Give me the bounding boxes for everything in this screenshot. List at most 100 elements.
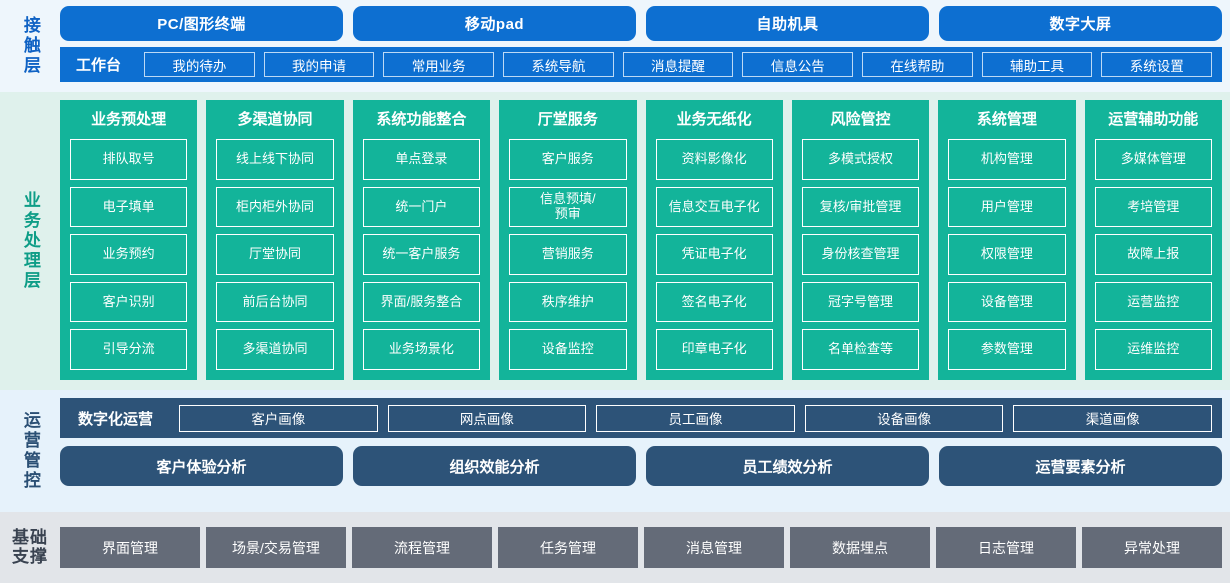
portrait-device[interactable]: 设备画像 xyxy=(804,404,1004,432)
layer-contact-label: 接触层 xyxy=(20,16,40,76)
layer-operations-label-wrap: 运营管控 xyxy=(0,390,60,512)
biz-cell[interactable]: 单点登录 xyxy=(362,139,481,180)
biz-cell[interactable]: 线上线下协同 xyxy=(216,139,334,180)
layer-foundation-label: 基 础 支 撑 xyxy=(12,528,48,566)
nav-item-auxiliary-tools[interactable]: 辅助工具 xyxy=(981,52,1093,77)
foundation-task-management[interactable]: 任务管理 xyxy=(498,527,638,568)
nav-item-system-navigation[interactable]: 系统导航 xyxy=(503,52,614,77)
biz-cell[interactable]: 机构管理 xyxy=(948,139,1066,180)
foundation-log-management[interactable]: 日志管理 xyxy=(936,527,1076,568)
analysis-customer-experience[interactable]: 客户体验分析 xyxy=(60,446,343,486)
business-column-system-integration: 系统功能整合 单点登录 统一门户 统一客户服务 界面/服务整合 业务场景化 xyxy=(352,100,491,380)
biz-cell[interactable]: 厅堂协同 xyxy=(216,234,334,275)
layer-business-label-wrap: 业务处理层 xyxy=(0,92,60,390)
biz-cell[interactable]: 身份核查管理 xyxy=(801,234,920,275)
biz-cell[interactable]: 秩序维护 xyxy=(509,281,627,323)
foundation-label-char-4: 撑 xyxy=(30,546,48,566)
business-column-grid: 业务预处理 排队取号 电子填单 业务预约 客户识别 引导分流 多渠道协同 线上线… xyxy=(60,100,1222,380)
biz-cell[interactable]: 多渠道协同 xyxy=(216,329,334,370)
biz-cell[interactable]: 印章电子化 xyxy=(655,329,773,370)
layer-contact-body: PC/图形终端 移动pad 自助机具 数字大屏 工作台 我的待办 我的申请 常用… xyxy=(60,0,1230,92)
biz-cell[interactable]: 柜内柜外协同 xyxy=(216,186,334,228)
biz-cell[interactable]: 参数管理 xyxy=(948,329,1066,370)
biz-cell[interactable]: 业务场景化 xyxy=(362,329,481,370)
portrait-employee[interactable]: 员工画像 xyxy=(596,404,795,432)
biz-cell[interactable]: 信息交互电子化 xyxy=(655,186,773,228)
biz-cell[interactable]: 设备监控 xyxy=(509,329,627,370)
layer-operations-body: 数字化运营 客户画像 网点画像 员工画像 设备画像 渠道画像 客户体验分析 组织… xyxy=(60,390,1230,512)
layer-foundation-label-wrap: 基 础 支 撑 xyxy=(0,512,60,583)
channel-self-service[interactable]: 自助机具 xyxy=(646,6,929,41)
biz-cell[interactable]: 引导分流 xyxy=(70,329,188,370)
digital-operations-title: 数字化运营 xyxy=(78,410,154,428)
layer-business-body: 业务预处理 排队取号 电子填单 业务预约 客户识别 引导分流 多渠道协同 线上线… xyxy=(60,92,1230,390)
channel-mobile-pad[interactable]: 移动pad xyxy=(353,6,636,41)
foundation-exception-handling[interactable]: 异常处理 xyxy=(1082,527,1222,568)
analysis-operations-factors[interactable]: 运营要素分析 xyxy=(939,446,1222,486)
layer-foundation-body: 界面管理 场景/交易管理 流程管理 任务管理 消息管理 数据埋点 日志管理 异常… xyxy=(60,512,1230,583)
nav-item-common-business[interactable]: 常用业务 xyxy=(383,52,495,77)
channel-digital-screen[interactable]: 数字大屏 xyxy=(939,6,1222,41)
biz-cell[interactable]: 客户服务 xyxy=(509,139,627,180)
foundation-label-char-3: 支 xyxy=(12,546,30,566)
biz-cell[interactable]: 电子填单 xyxy=(70,186,188,228)
biz-cell[interactable]: 权限管理 xyxy=(948,234,1066,275)
channel-row: PC/图形终端 移动pad 自助机具 数字大屏 xyxy=(60,6,1222,41)
column-title: 业务无纸化 xyxy=(676,111,752,128)
foundation-message-management[interactable]: 消息管理 xyxy=(644,527,784,568)
biz-cell[interactable]: 签名电子化 xyxy=(655,281,773,323)
biz-cell[interactable]: 运维监控 xyxy=(1094,329,1212,370)
biz-cell[interactable]: 界面/服务整合 xyxy=(362,281,481,323)
biz-cell[interactable]: 统一客户服务 xyxy=(362,234,481,275)
business-column-multichannel: 多渠道协同 线上线下协同 柜内柜外协同 厅堂协同 前后台协同 多渠道协同 xyxy=(206,100,344,380)
biz-cell[interactable]: 多模式授权 xyxy=(801,139,920,180)
biz-cell[interactable]: 排队取号 xyxy=(70,139,188,180)
biz-cell[interactable]: 统一门户 xyxy=(362,186,481,228)
foundation-data-tracking[interactable]: 数据埋点 xyxy=(790,527,930,568)
nav-item-system-settings[interactable]: 系统设置 xyxy=(1101,52,1213,77)
analysis-employee-performance[interactable]: 员工绩效分析 xyxy=(646,446,929,486)
biz-cell[interactable]: 资料影像化 xyxy=(655,139,773,180)
foundation-process-management[interactable]: 流程管理 xyxy=(352,527,492,568)
biz-cell[interactable]: 冠字号管理 xyxy=(801,281,920,323)
biz-cell[interactable]: 复核/审批管理 xyxy=(801,186,920,228)
biz-cell[interactable]: 故障上报 xyxy=(1094,234,1212,275)
biz-cell[interactable]: 营销服务 xyxy=(509,234,627,275)
foundation-row: 界面管理 场景/交易管理 流程管理 任务管理 消息管理 数据埋点 日志管理 异常… xyxy=(60,527,1222,568)
analysis-org-efficiency[interactable]: 组织效能分析 xyxy=(353,446,636,486)
column-title: 系统管理 xyxy=(976,111,1037,128)
column-title: 业务预处理 xyxy=(91,111,167,128)
biz-cell[interactable]: 多媒体管理 xyxy=(1094,139,1212,180)
biz-cell[interactable]: 客户识别 xyxy=(70,281,188,323)
foundation-label-char-2: 础 xyxy=(30,528,48,548)
nav-item-my-todo[interactable]: 我的待办 xyxy=(144,52,255,77)
biz-cell[interactable]: 设备管理 xyxy=(948,281,1066,323)
biz-cell[interactable]: 用户管理 xyxy=(948,186,1066,228)
biz-cell[interactable]: 名单检查等 xyxy=(801,329,920,370)
biz-cell[interactable]: 凭证电子化 xyxy=(655,234,773,275)
nav-item-my-application[interactable]: 我的申请 xyxy=(263,52,375,77)
digital-operations-bar: 数字化运营 客户画像 网点画像 员工画像 设备画像 渠道画像 xyxy=(60,398,1222,438)
nav-item-info-announcement[interactable]: 信息公告 xyxy=(742,52,854,77)
biz-cell[interactable]: 业务预约 xyxy=(70,234,188,275)
business-column-lobby-service: 厅堂服务 客户服务 信息预填/ 预审 营销服务 秩序维护 设备监控 xyxy=(499,100,637,380)
portrait-customer[interactable]: 客户画像 xyxy=(179,404,378,432)
workbench-title: 工作台 xyxy=(76,57,122,74)
nav-item-message-alert[interactable]: 消息提醒 xyxy=(622,52,734,77)
column-title: 系统功能整合 xyxy=(376,111,467,128)
biz-cell[interactable]: 考培管理 xyxy=(1094,186,1212,228)
biz-cell[interactable]: 信息预填/ 预审 xyxy=(509,186,627,228)
channel-pc[interactable]: PC/图形终端 xyxy=(60,6,343,41)
portrait-channel[interactable]: 渠道画像 xyxy=(1013,404,1212,432)
foundation-scenario-transaction-management[interactable]: 场景/交易管理 xyxy=(206,527,346,568)
column-title: 运营辅助功能 xyxy=(1108,111,1199,128)
business-column-operations-support: 运营辅助功能 多媒体管理 考培管理 故障上报 运营监控 运维监控 xyxy=(1084,100,1222,380)
biz-cell[interactable]: 前后台协同 xyxy=(216,281,334,323)
foundation-ui-management[interactable]: 界面管理 xyxy=(60,527,200,568)
biz-cell[interactable]: 运营监控 xyxy=(1094,281,1212,323)
portrait-branch[interactable]: 网点画像 xyxy=(387,404,587,432)
business-column-risk-control: 风险管控 多模式授权 复核/审批管理 身份核查管理 冠字号管理 名单检查等 xyxy=(791,100,930,380)
nav-item-online-help[interactable]: 在线帮助 xyxy=(862,52,973,77)
layer-operations: 运营管控 数字化运营 客户画像 网点画像 员工画像 设备画像 渠道画像 客户体验… xyxy=(0,390,1230,512)
